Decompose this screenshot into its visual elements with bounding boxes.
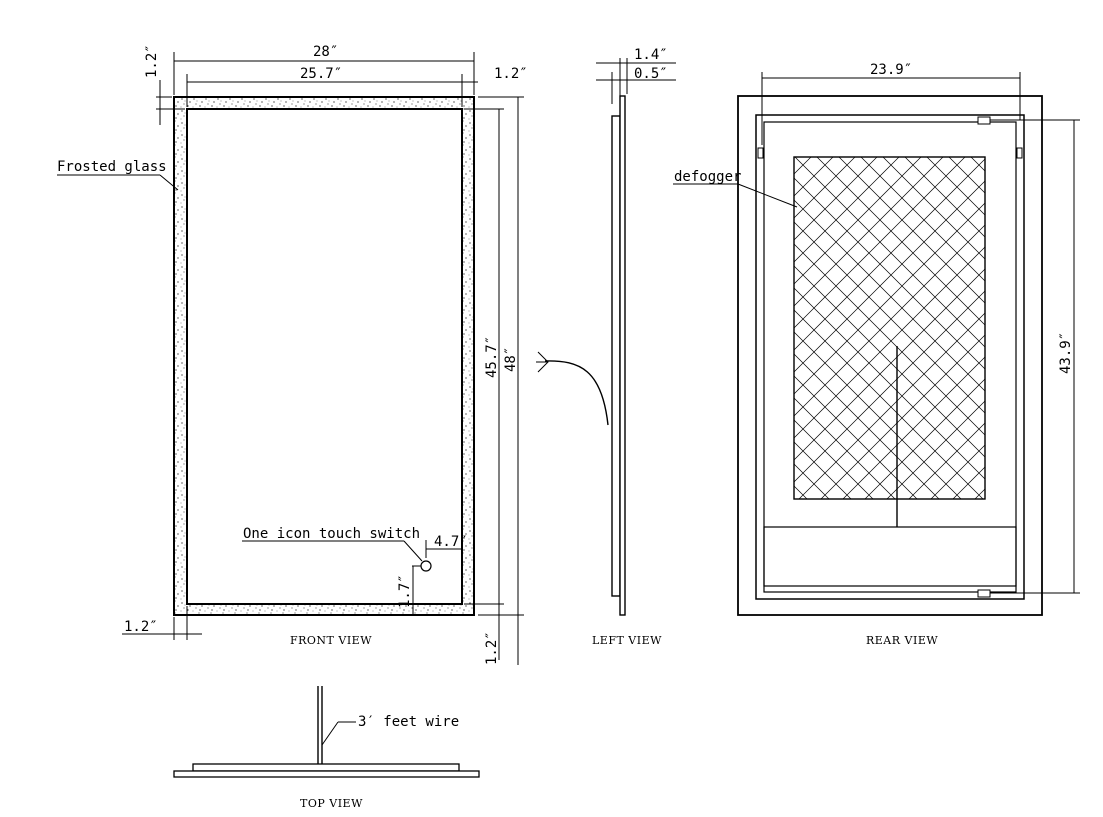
front-view: 28″ 25.7″ 1.2″ 1.2″ 45.7″ 48″ 1.2″ 1.2″ …	[57, 44, 528, 665]
dim-left-border: 1.2″	[124, 619, 158, 635]
top-back-plate	[192, 763, 460, 772]
left-view: 1.4″ 0.5″ LEFT VIEW	[536, 47, 676, 647]
caption-left-view: LEFT VIEW	[592, 634, 662, 647]
caption-rear-view: REAR VIEW	[866, 634, 938, 647]
dim-glass: 0.5″	[634, 66, 668, 82]
dim-inner-height: 45.7″	[484, 336, 500, 378]
touch-switch-icon	[420, 560, 432, 572]
dim-right-border: 1.2″	[494, 66, 528, 82]
top-view: 3′ feet wire TOP VIEW	[173, 686, 480, 810]
mirror-glass	[186, 108, 463, 605]
caption-top-view: TOP VIEW	[300, 797, 363, 810]
dim-depth: 1.4″	[634, 47, 668, 63]
rear-view: 23.9″ 43.9″ defogger REAR VIEW	[673, 62, 1080, 647]
defogger-pad	[793, 156, 986, 500]
dim-outer-width: 28″	[313, 44, 338, 60]
side-frame	[619, 95, 626, 616]
label-touch-switch: One icon touch switch	[243, 526, 420, 542]
power-cable	[544, 360, 609, 426]
top-glass	[173, 770, 480, 778]
dim-outer-height: 48″	[503, 347, 519, 372]
dim-inner-width: 25.7″	[300, 66, 342, 82]
dim-top-border: 1.2″	[144, 44, 160, 78]
dim-bracket-height: 43.9″	[1058, 332, 1074, 374]
label-frosted-glass: Frosted glass	[57, 159, 167, 175]
side-glass	[611, 115, 621, 597]
rear-bottom-box	[763, 526, 1017, 587]
dim-switch-side: 4.7″	[434, 534, 468, 550]
caption-front-view: FRONT VIEW	[290, 634, 372, 647]
label-wire: 3′ feet wire	[358, 714, 459, 730]
dim-bottom-border: 1.2″	[484, 631, 500, 665]
dim-bracket-width: 23.9″	[870, 62, 912, 78]
dim-switch-bottom: 1.7″	[397, 574, 413, 608]
label-defogger: defogger	[674, 169, 741, 185]
